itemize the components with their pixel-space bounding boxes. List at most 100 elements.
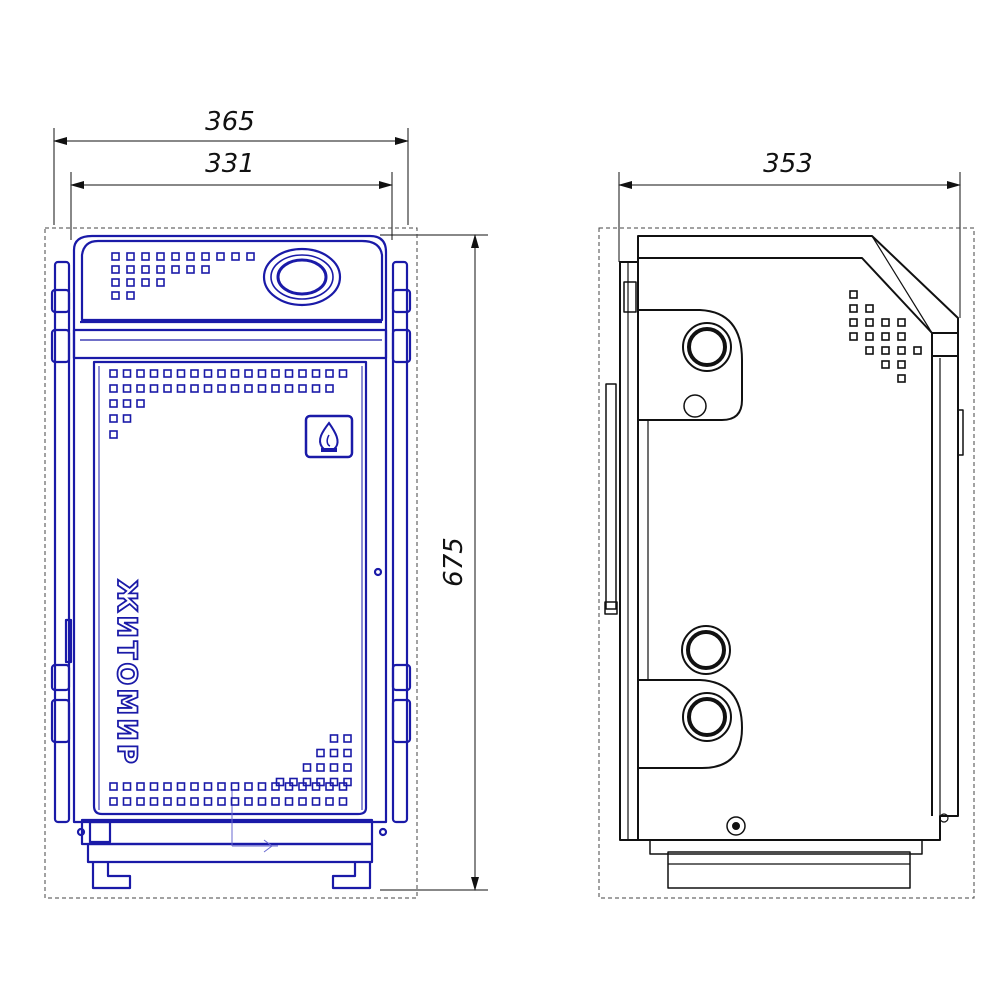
vent-hole — [275, 777, 285, 787]
vent-hole — [201, 265, 210, 274]
vent-hole — [122, 384, 132, 393]
dimension-331-label: 331 — [205, 149, 255, 179]
vent-hole — [122, 414, 132, 423]
vent-hole — [217, 782, 226, 791]
vent-hole — [149, 797, 159, 806]
vent-hole — [109, 414, 118, 423]
viewing-window — [262, 247, 342, 307]
vent-hole — [203, 782, 213, 791]
vent-hole — [149, 369, 159, 378]
dimension-675: 675 — [380, 234, 488, 891]
vent-hole — [329, 777, 339, 787]
vent-hole — [298, 369, 307, 378]
vent-hole — [865, 346, 874, 355]
vent-holes — [109, 252, 922, 806]
vent-hole — [136, 797, 145, 806]
vent-hole — [329, 748, 339, 758]
vent-hole — [126, 291, 135, 300]
vent-hole — [156, 278, 165, 287]
vent-hole — [257, 797, 267, 806]
vent-hole — [176, 797, 186, 806]
side-pipe-middle — [681, 625, 731, 675]
vent-hole — [176, 782, 186, 791]
vent-hole — [325, 797, 334, 806]
vent-hole — [284, 384, 294, 393]
vent-hole — [111, 252, 120, 261]
front-view — [50, 234, 412, 890]
dimension-331: 331 — [70, 149, 393, 240]
vent-hole — [316, 777, 325, 787]
vent-hole — [109, 369, 118, 378]
vent-hole — [190, 782, 199, 791]
vent-hole — [163, 369, 172, 378]
vent-hole — [141, 252, 150, 261]
vent-hole — [913, 346, 922, 355]
vent-hole — [289, 777, 298, 787]
vent-hole — [203, 797, 213, 806]
vent-hole — [190, 797, 199, 806]
vent-hole — [865, 332, 874, 341]
vent-hole — [171, 265, 180, 274]
vent-hole — [329, 763, 339, 772]
vent-hole — [122, 782, 132, 791]
vent-hole — [311, 369, 321, 378]
vent-hole — [257, 782, 267, 791]
dimension-365: 365 — [53, 107, 409, 225]
vent-hole — [257, 369, 267, 378]
vent-hole — [163, 782, 172, 791]
vent-hole — [257, 384, 267, 393]
vent-hole — [271, 797, 280, 806]
vent-hole — [271, 384, 280, 393]
vent-hole — [111, 278, 120, 287]
vent-hole — [881, 332, 890, 341]
vent-hole — [302, 763, 312, 772]
vent-hole — [136, 384, 145, 393]
vent-hole — [244, 384, 253, 393]
vent-hole — [141, 265, 150, 274]
vent-hole — [881, 318, 890, 327]
vent-hole — [244, 369, 253, 378]
vent-hole — [203, 384, 213, 393]
vent-hole — [298, 797, 307, 806]
vent-hole — [325, 369, 334, 378]
vent-hole — [338, 797, 348, 806]
vent-hole — [230, 797, 240, 806]
vent-hole — [109, 782, 118, 791]
vent-hole — [126, 265, 135, 274]
vent-hole — [111, 265, 120, 274]
vent-hole — [325, 384, 334, 393]
vent-hole — [176, 369, 186, 378]
vent-hole — [216, 252, 225, 261]
vent-hole — [203, 369, 213, 378]
vent-hole — [343, 748, 352, 758]
vent-hole — [849, 332, 858, 341]
vent-hole — [343, 734, 352, 743]
vent-hole — [156, 252, 165, 261]
side-pipe-top — [682, 322, 732, 372]
vent-hole — [338, 782, 348, 791]
front-dashed-frame — [44, 227, 418, 899]
vent-hole — [849, 318, 858, 327]
vent-hole — [343, 777, 352, 787]
vent-hole — [109, 797, 118, 806]
vent-hole — [897, 346, 906, 355]
vent-hole — [271, 369, 280, 378]
flame-icon — [304, 414, 354, 459]
vent-hole — [230, 384, 240, 393]
dimension-353: 353 — [618, 149, 961, 318]
side-pipe-bottom — [682, 692, 732, 742]
vent-hole — [230, 369, 240, 378]
vent-hole — [338, 369, 348, 378]
vent-hole — [217, 384, 226, 393]
vent-hole — [897, 318, 906, 327]
vent-hole — [284, 797, 294, 806]
vent-hole — [126, 252, 135, 261]
vent-hole — [122, 399, 132, 408]
dimension-365-label: 365 — [205, 107, 255, 137]
vent-hole — [325, 782, 334, 791]
vent-hole — [316, 763, 325, 772]
brand-label: ЖИТОМИР — [111, 579, 142, 766]
vent-hole — [311, 782, 321, 791]
vent-hole — [897, 374, 906, 383]
vent-hole — [246, 252, 255, 261]
